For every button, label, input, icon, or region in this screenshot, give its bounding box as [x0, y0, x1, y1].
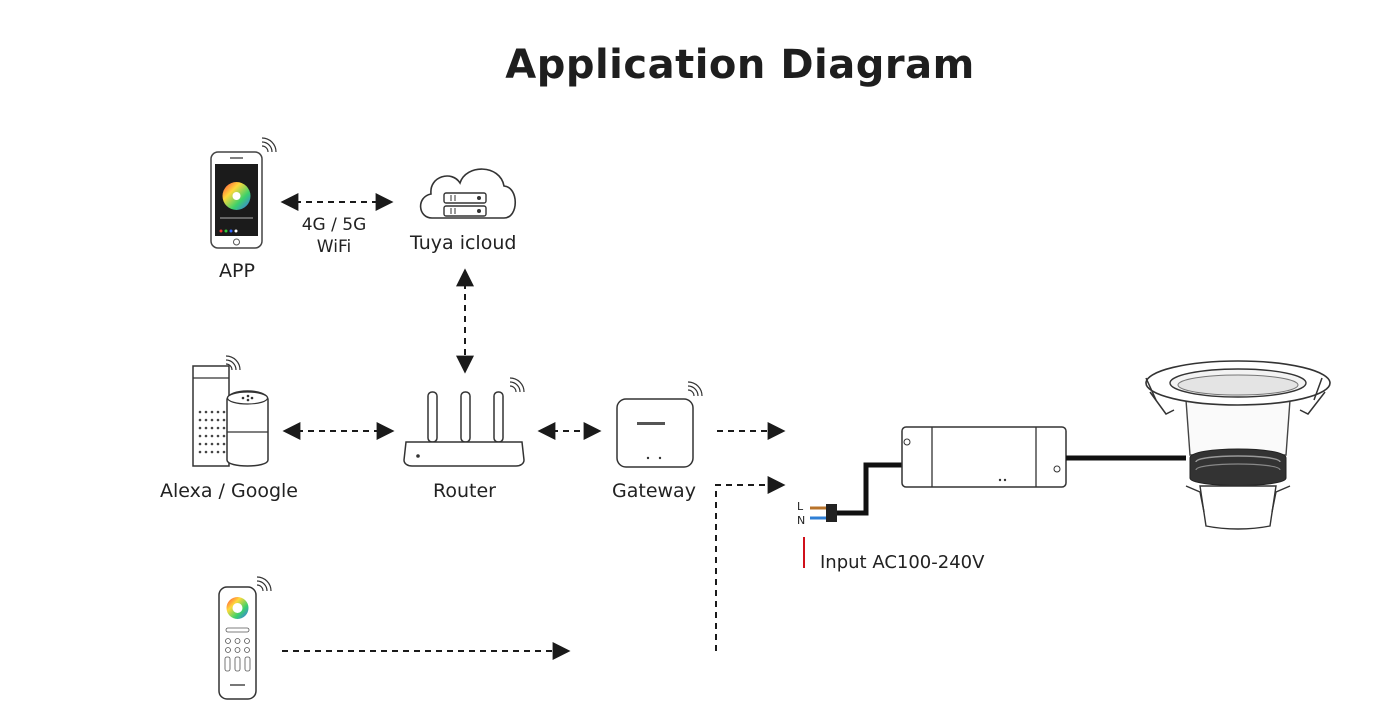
led-driver-icon [901, 426, 1186, 488]
router-icon [403, 391, 525, 467]
cloud-icon [419, 168, 517, 219]
remote-control-icon [218, 586, 257, 700]
remote-driver-connector [715, 476, 786, 651]
wifi-signal-icon [687, 381, 703, 397]
wifi-signal-icon [261, 137, 277, 153]
gateway-label: Gateway [612, 480, 696, 502]
terminal-l-label: L [797, 500, 804, 513]
app-label: APP [219, 260, 255, 282]
wifi-signal-icon [256, 576, 272, 592]
cloud-label: Tuya icloud [410, 232, 517, 254]
network-label: 4G / 5G WiFi [286, 214, 382, 258]
input-voltage-label: Input AC100-240V [820, 552, 985, 573]
gateway-icon [616, 398, 694, 468]
network-label-line1: 4G / 5G [301, 215, 367, 235]
page-title: Application Diagram [505, 42, 975, 88]
network-label-line2: WiFi [316, 237, 352, 257]
voice-assistant-label: Alexa / Google [160, 480, 299, 502]
wifi-signal-icon [509, 377, 525, 393]
terminal-n-label: N [797, 514, 806, 527]
input-wiring [803, 462, 902, 568]
wifi-signal-icon [225, 355, 241, 371]
smart-speaker-icon [192, 365, 269, 467]
router-label: Router [433, 480, 496, 502]
downlight-icon [1145, 360, 1331, 530]
smartphone-icon [210, 151, 263, 249]
